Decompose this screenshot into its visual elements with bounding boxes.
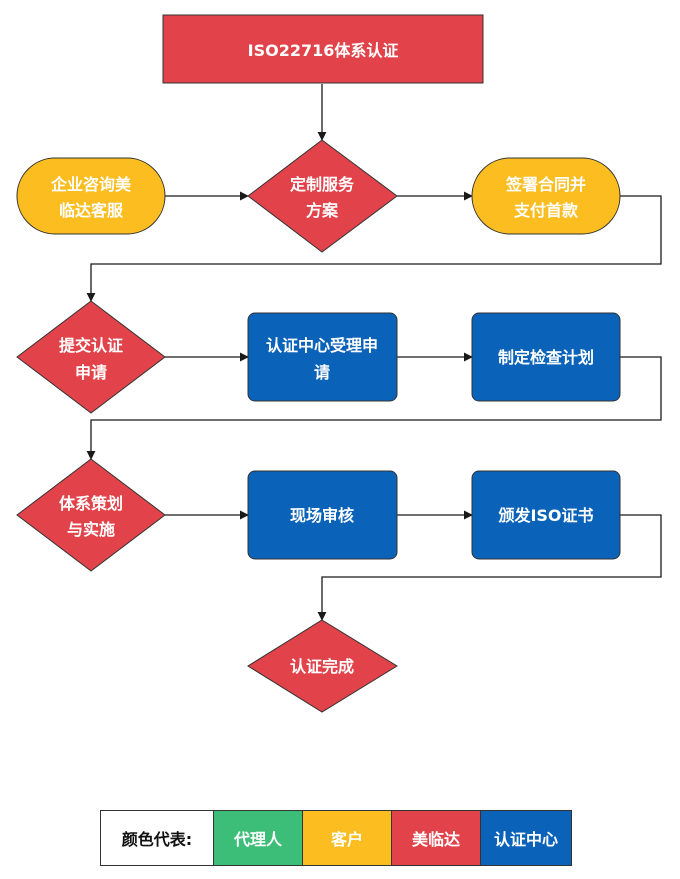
node-implement-line1: 体系策划 [59,494,123,513]
node-inspect-plan-label: 制定检查计划 [498,348,594,367]
node-accept: 认证中心受理申 请 [247,312,398,402]
node-issue: 颁发ISO证书 [471,470,621,560]
node-complete-label: 认证完成 [290,657,354,676]
node-sign: 签署合同并 支付首款 [471,157,621,235]
node-consult-line2: 临达客服 [59,201,124,220]
node-submit-line1: 提交认证 [59,336,123,355]
node-audit-label: 现场审核 [290,506,354,525]
node-custom-plan: 定制服务 方案 [247,139,398,253]
node-submit: 提交认证 申请 [16,300,166,414]
node-consult-line1: 企业咨询美 [50,175,132,194]
edge-issue-to-complete [317,514,662,621]
edge-sign-to-submit [86,195,662,302]
node-accept-line2: 请 [314,363,330,382]
flowchart: ISO22716体系认证 企业咨询美 临达客服 定制服务 方案 签署合同并 支付… [16,14,662,713]
legend-meilinda: 美临达 [391,811,480,865]
edge-inspect-to-implement [86,356,662,460]
node-sign-line2: 支付首款 [513,201,579,220]
color-legend: 颜色代表: 代理人 客户 美临达 认证中心 [100,810,572,866]
legend-customer: 客户 [302,811,391,865]
legend-title: 颜色代表: [101,811,213,865]
legend-center: 认证中心 [480,811,571,865]
node-title-label: ISO22716体系认证 [248,41,399,60]
node-title: ISO22716体系认证 [162,14,484,84]
node-custom-plan-line2: 方案 [306,201,339,220]
node-consult: 企业咨询美 临达客服 [16,157,166,235]
node-complete: 认证完成 [247,619,398,713]
node-implement-line2: 与实施 [67,520,115,539]
node-implement: 体系策划 与实施 [16,458,166,572]
node-custom-plan-line1: 定制服务 [289,175,355,194]
node-submit-line2: 申请 [75,363,107,382]
node-audit: 现场审核 [247,470,398,560]
node-issue-label: 颁发ISO证书 [498,506,593,525]
legend-agent: 代理人 [213,811,302,865]
node-sign-line1: 签署合同并 [505,175,586,194]
node-inspect-plan: 制定检查计划 [471,312,621,402]
node-accept-line1: 认证中心受理申 [266,336,378,355]
